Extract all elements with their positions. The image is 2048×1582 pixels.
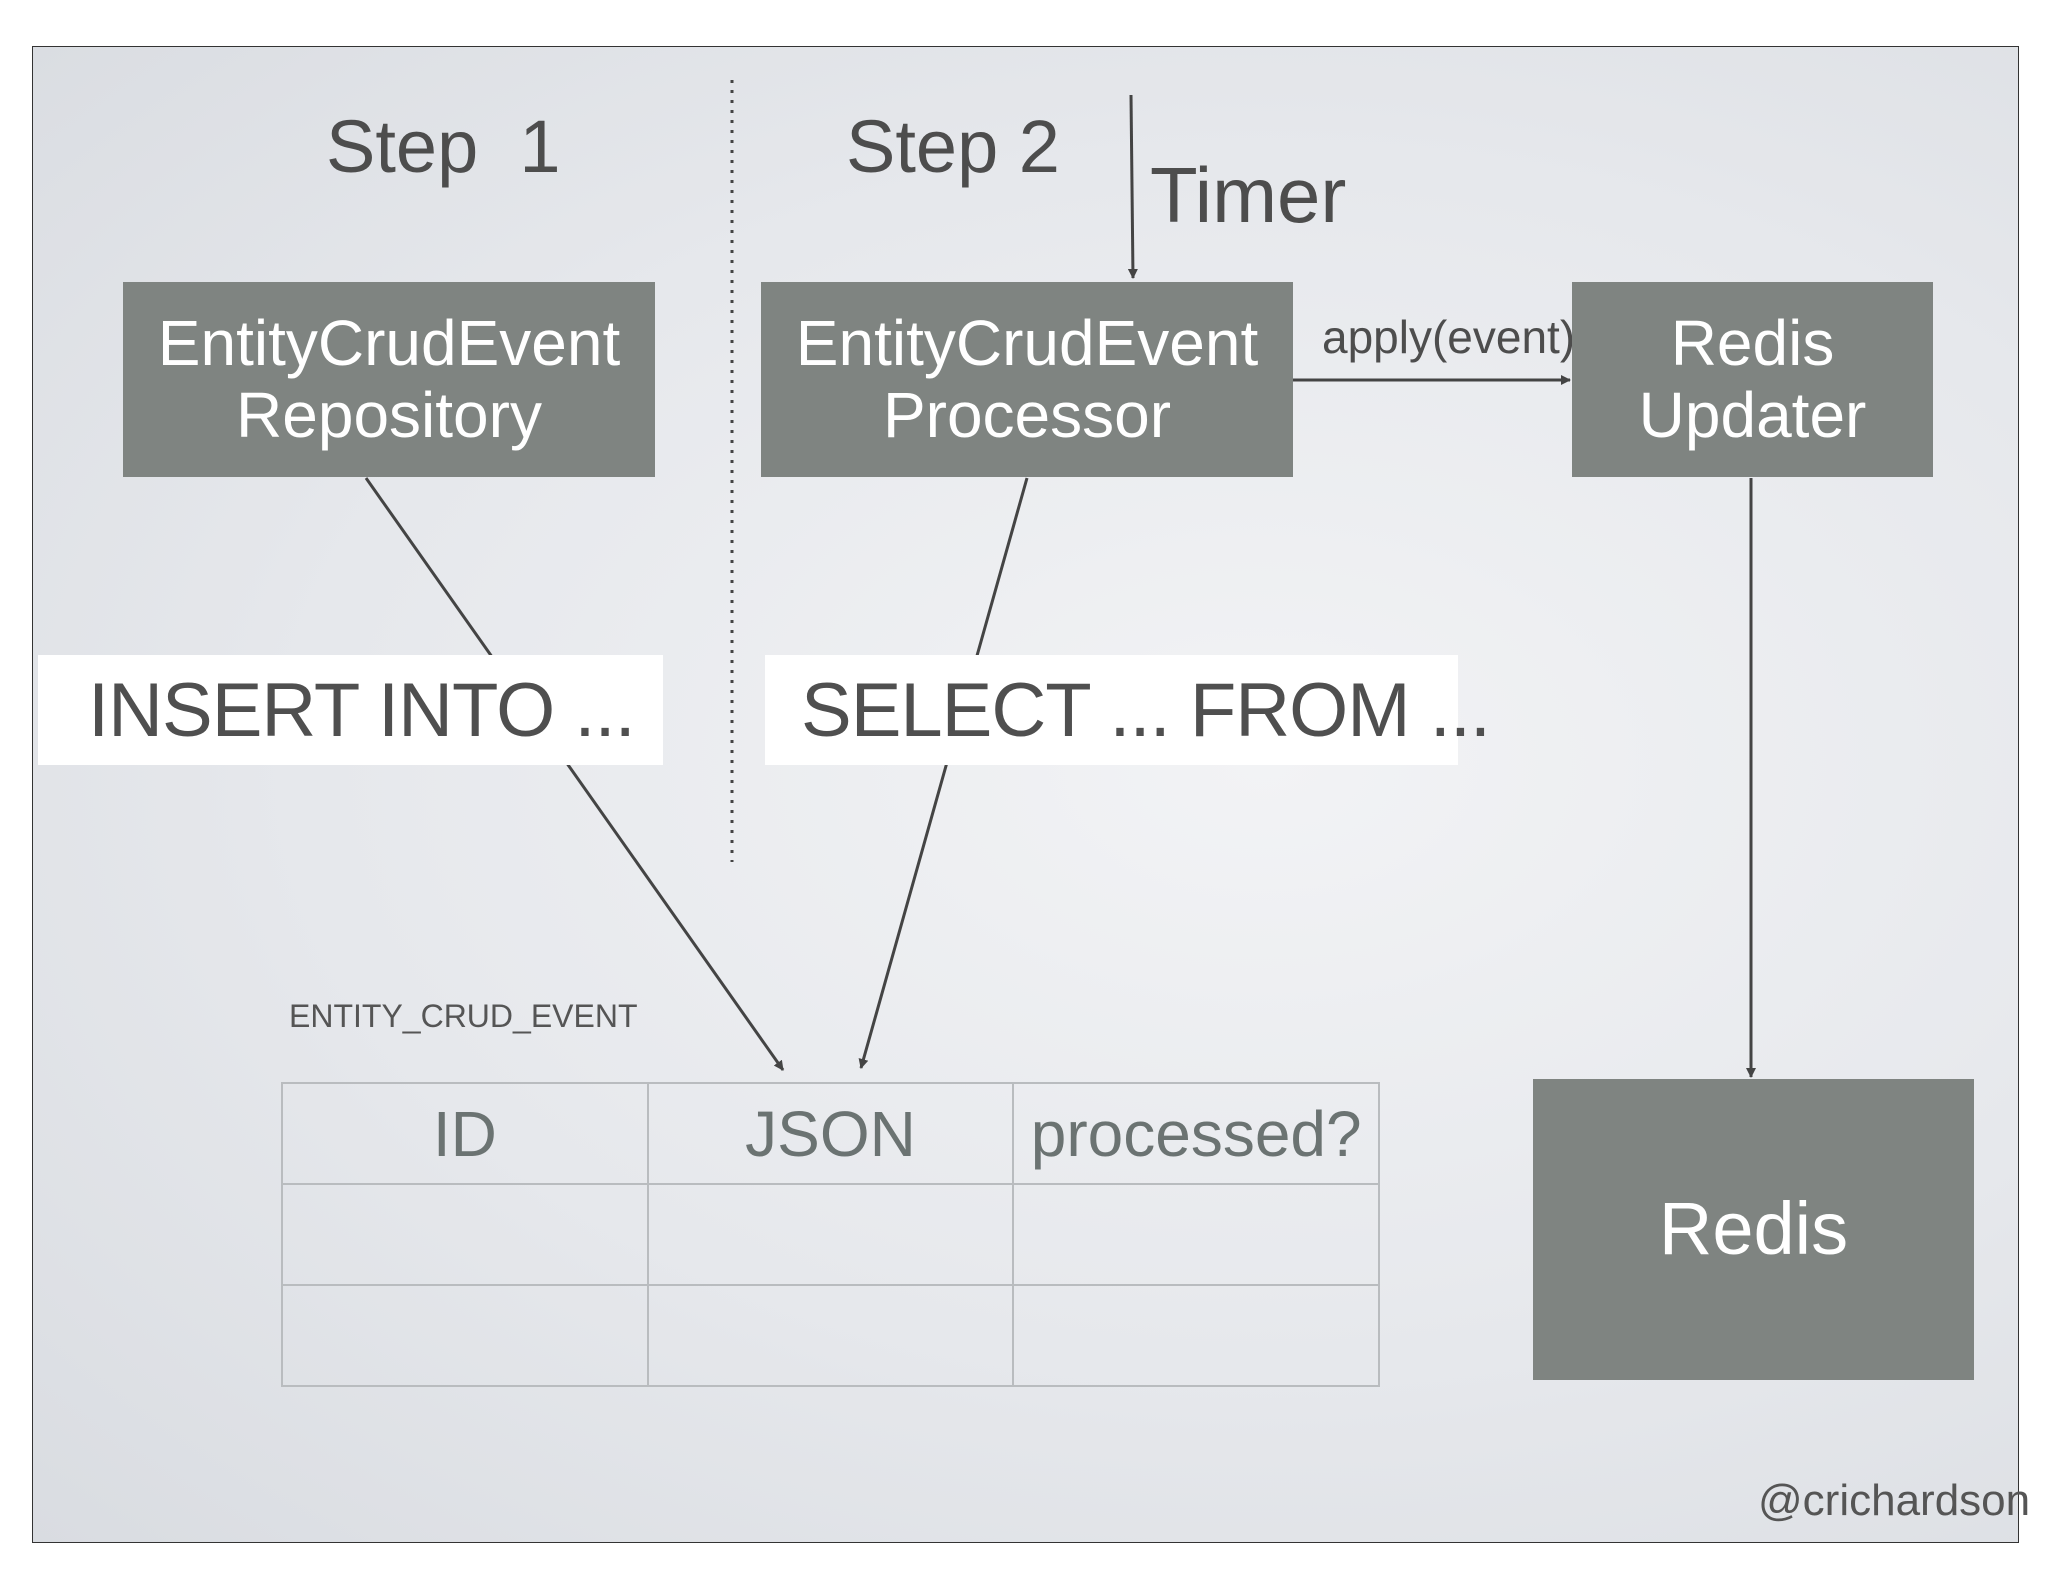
insert-arrow: [364, 477, 785, 1071]
select-sql-text: SELECT ... FROM ...: [801, 667, 1491, 753]
footer-handle: @crichardson: [1758, 1476, 2031, 1525]
repository-line1: EntityCrudEvent: [157, 306, 621, 379]
table-cell: [1012, 1183, 1380, 1286]
processor-line2: Processor: [882, 378, 1172, 451]
repository-line2: Repository: [236, 378, 542, 451]
insert-sql-label: INSERT INTO ...: [38, 655, 663, 765]
table-header-row: ID JSON processed?: [281, 1082, 1380, 1185]
table-cell: [281, 1183, 649, 1286]
step-2-heading: Step 2: [846, 105, 1060, 188]
table-cell: [646, 1284, 1015, 1387]
repository-box: EntityCrudEvent Repository: [123, 282, 655, 477]
table-name: ENTITY_CRUD_EVENT: [289, 998, 638, 1034]
redis-label: Redis: [1658, 1187, 1849, 1271]
processor-box: EntityCrudEvent Processor: [761, 282, 1293, 477]
processor-line1: EntityCrudEvent: [795, 306, 1259, 379]
column-id-header: ID: [281, 1082, 649, 1185]
table-cell: [646, 1183, 1015, 1286]
timer-label: Timer: [1150, 151, 1347, 239]
table-row: [281, 1284, 1380, 1387]
updater-line1: Redis: [1670, 306, 1835, 379]
table-cell: [1012, 1284, 1380, 1387]
timer-arrow: [1127, 94, 1138, 279]
entity-crud-event-table: ID JSON processed?: [281, 1082, 1380, 1387]
redis-updater-box: Redis Updater: [1572, 282, 1933, 477]
column-processed-header: processed?: [1012, 1082, 1380, 1185]
redis-box: Redis: [1533, 1079, 1974, 1380]
apply-event-label: apply(event): [1322, 311, 1576, 363]
column-json-header: JSON: [646, 1082, 1015, 1185]
table-cell: [281, 1284, 649, 1387]
insert-sql-text: INSERT INTO ...: [88, 667, 636, 753]
updater-line2: Updater: [1638, 378, 1867, 451]
select-sql-label: SELECT ... FROM ...: [765, 655, 1491, 765]
step-1-heading: Step 1: [326, 105, 561, 188]
select-arrow: [858, 477, 1029, 1069]
table-row: [281, 1183, 1380, 1286]
